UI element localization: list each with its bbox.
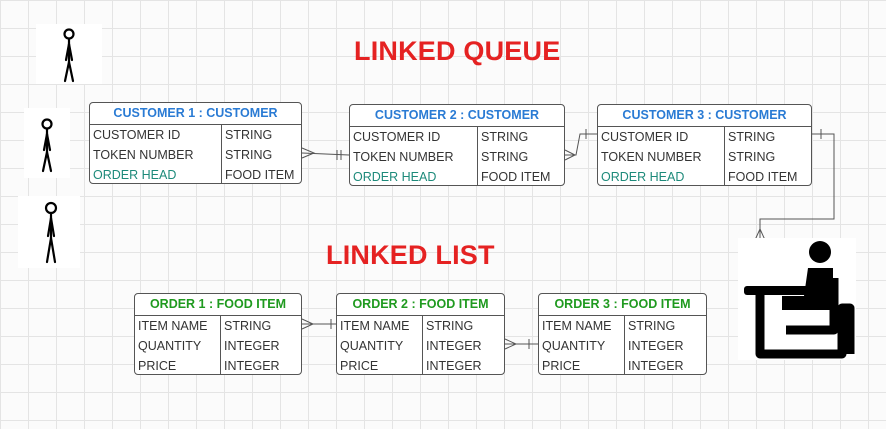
linked-list-title: LINKED LIST bbox=[326, 240, 495, 270]
crowfoot-c1-c2 bbox=[301, 147, 316, 159]
entity-header: CUSTOMER 3 : CUSTOMER bbox=[598, 105, 811, 127]
field-name: CUSTOMER ID bbox=[601, 130, 689, 144]
customer-2-entity[interactable]: CUSTOMER 2 : CUSTOMER CUSTOMER ID TOKEN … bbox=[349, 104, 565, 186]
stick-figure-icon bbox=[63, 28, 75, 83]
field-type: STRING bbox=[225, 128, 273, 142]
field-name: PRICE bbox=[340, 359, 379, 373]
crowfoot-o1-o2 bbox=[301, 318, 315, 330]
field-type: STRING bbox=[628, 319, 676, 333]
order-3-entity[interactable]: ORDER 3 : FOOD ITEM ITEM NAME QUANTITY P… bbox=[538, 293, 707, 375]
field-type: STRING bbox=[426, 319, 474, 333]
field-name: ITEM NAME bbox=[138, 319, 208, 333]
stick-figure-icon bbox=[44, 201, 58, 264]
field-name: CUSTOMER ID bbox=[93, 128, 181, 142]
entity-header: CUSTOMER 2 : CUSTOMER bbox=[350, 105, 564, 127]
field-name: QUANTITY bbox=[138, 339, 202, 353]
stick-figure-3 bbox=[18, 196, 80, 268]
field-name: QUANTITY bbox=[340, 339, 404, 353]
entity-header: ORDER 2 : FOOD ITEM bbox=[337, 294, 504, 316]
field-name: ITEM NAME bbox=[542, 319, 612, 333]
field-type: INTEGER bbox=[628, 359, 684, 373]
field-type: INTEGER bbox=[628, 339, 684, 353]
connector-c2-c3 bbox=[565, 133, 597, 156]
field-type: STRING bbox=[481, 150, 529, 164]
connector-c3-server bbox=[759, 133, 835, 240]
field-type: INTEGER bbox=[426, 339, 482, 353]
customer-3-entity[interactable]: CUSTOMER 3 : CUSTOMER CUSTOMER ID TOKEN … bbox=[597, 104, 812, 186]
field-type: STRING bbox=[728, 150, 776, 164]
order-2-entity[interactable]: ORDER 2 : FOOD ITEM ITEM NAME QUANTITY P… bbox=[336, 293, 505, 375]
field-name: TOKEN NUMBER bbox=[353, 150, 454, 164]
field-name: ITEM NAME bbox=[340, 319, 410, 333]
field-type: INTEGER bbox=[224, 339, 280, 353]
field-type: STRING bbox=[728, 130, 776, 144]
order-1-entity[interactable]: ORDER 1 : FOOD ITEM ITEM NAME QUANTITY P… bbox=[134, 293, 302, 375]
field-type: STRING bbox=[481, 130, 529, 144]
field-type: STRING bbox=[225, 148, 273, 162]
crowfoot-o2-o3 bbox=[504, 338, 518, 350]
field-name: CUSTOMER ID bbox=[353, 130, 441, 144]
entity-header: ORDER 3 : FOOD ITEM bbox=[539, 294, 706, 316]
person-at-desk-icon bbox=[744, 241, 855, 359]
field-name: ORDER HEAD bbox=[93, 168, 177, 182]
customer-1-entity[interactable]: CUSTOMER 1 : CUSTOMER CUSTOMER ID TOKEN … bbox=[89, 102, 302, 184]
field-type: INTEGER bbox=[224, 359, 280, 373]
field-name: TOKEN NUMBER bbox=[601, 150, 702, 164]
crowfoot-c3-server bbox=[754, 227, 766, 241]
server-figure bbox=[738, 238, 856, 360]
linked-queue-title: LINKED QUEUE bbox=[354, 36, 561, 66]
crowfoot-c2-c3 bbox=[564, 149, 577, 161]
field-name: ORDER HEAD bbox=[601, 170, 685, 184]
field-name: QUANTITY bbox=[542, 339, 606, 353]
entity-header: CUSTOMER 1 : CUSTOMER bbox=[90, 103, 301, 125]
field-type: INTEGER bbox=[426, 359, 482, 373]
field-name: PRICE bbox=[542, 359, 581, 373]
field-name: ORDER HEAD bbox=[353, 170, 437, 184]
field-type: STRING bbox=[224, 319, 272, 333]
field-name: PRICE bbox=[138, 359, 177, 373]
stick-figure-2 bbox=[24, 108, 70, 178]
field-type: FOOD ITEM bbox=[481, 170, 551, 184]
field-name: TOKEN NUMBER bbox=[93, 148, 194, 162]
bar-c1-c2 bbox=[336, 150, 342, 160]
stick-figure-icon bbox=[41, 118, 53, 173]
entity-header: ORDER 1 : FOOD ITEM bbox=[135, 294, 301, 316]
field-type: FOOD ITEM bbox=[225, 168, 295, 182]
field-type: FOOD ITEM bbox=[728, 170, 798, 184]
stick-figure-1 bbox=[36, 24, 102, 84]
